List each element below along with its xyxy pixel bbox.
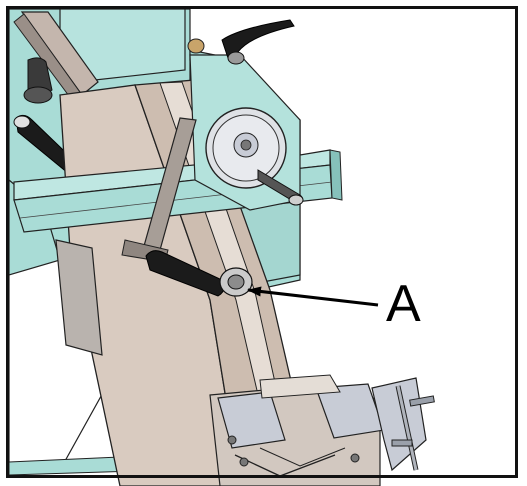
- clamp-jaw-left: [217, 391, 286, 449]
- lever-handle-icon: [145, 250, 253, 297]
- clamp-screw-icon: [391, 385, 435, 471]
- bolt-icon: [350, 453, 360, 463]
- lever-handle-icon: [187, 19, 295, 65]
- bolt-icon: [227, 435, 237, 445]
- lever-handle-icon: [23, 57, 53, 104]
- hand-wheel-icon: [205, 107, 304, 206]
- clamp-bridge: [259, 374, 341, 399]
- bolt-icon: [239, 457, 249, 467]
- side-plate: [55, 239, 103, 356]
- callout-leader-line: [247, 286, 379, 307]
- clamp-strut: [259, 447, 346, 467]
- callout-label-a: A: [386, 275, 421, 333]
- cross-beam-end: [329, 149, 343, 201]
